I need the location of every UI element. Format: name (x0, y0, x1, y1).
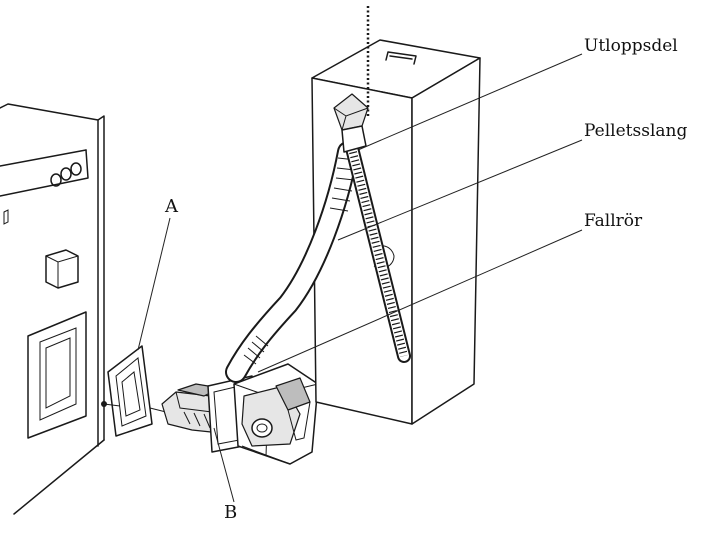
drop-tube (345, 141, 411, 363)
label-marker-b: B (224, 502, 238, 523)
boiler-door (27, 311, 87, 439)
control-knobs (50, 162, 82, 187)
storage-side (411, 57, 481, 425)
label-drop-tube: Fallrör (584, 211, 643, 231)
boiler-indicator (3, 209, 9, 225)
boiler-button (45, 249, 79, 289)
leader-b (213, 427, 235, 503)
burner (161, 363, 319, 465)
pellet-hose (225, 141, 359, 383)
leader-a (137, 217, 171, 351)
mounting-plate-a (101, 345, 167, 437)
lid-handle (385, 51, 417, 65)
boiler (0, 103, 105, 515)
label-pellet-hose: Pelletsslang (584, 121, 688, 141)
leader-pellet-hose (337, 139, 583, 241)
label-outlet-part: Utloppsdel (584, 36, 678, 56)
outlet-part (333, 93, 369, 153)
leader-outlet-part (357, 53, 583, 151)
label-marker-a: A (165, 196, 178, 217)
leader-drop-tube (257, 229, 583, 373)
